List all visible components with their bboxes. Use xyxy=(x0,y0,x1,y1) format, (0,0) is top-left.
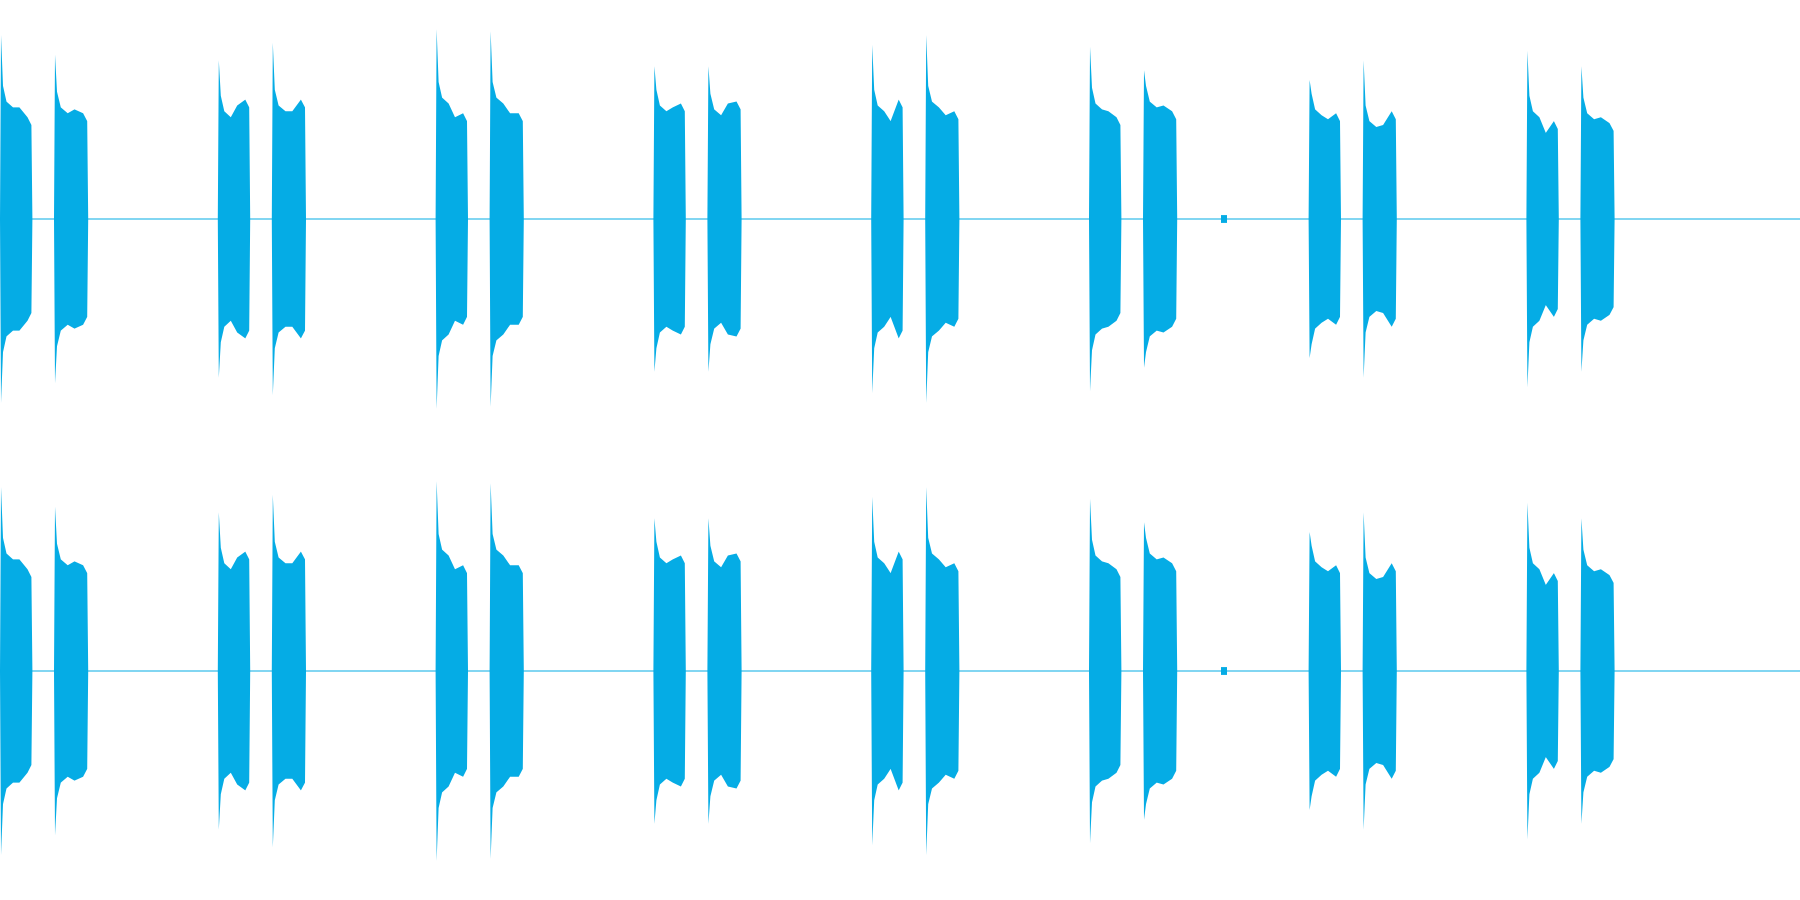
waveform-burst-9 xyxy=(925,487,960,855)
waveform-burst-14 xyxy=(1526,50,1559,388)
waveform-burst-11 xyxy=(1143,70,1178,368)
waveform-burst-1 xyxy=(54,506,89,836)
waveform-burst-14 xyxy=(1526,502,1559,840)
waveform-burst-8 xyxy=(871,496,904,846)
waveform-burst-1 xyxy=(54,54,89,384)
waveform-burst-0 xyxy=(0,487,33,855)
waveform-burst-8 xyxy=(871,44,904,394)
waveform-burst-5 xyxy=(489,31,524,407)
waveform-channel-right xyxy=(0,481,1800,861)
waveform-burst-15 xyxy=(1580,66,1615,372)
waveform-burst-4 xyxy=(435,29,468,409)
waveform-channel-left xyxy=(0,29,1800,409)
waveform-burst-3 xyxy=(271,42,306,396)
waveform-burst-4 xyxy=(435,481,468,861)
waveform-tick xyxy=(1221,667,1227,675)
waveform-burst-11 xyxy=(1143,522,1178,820)
waveform-burst-6 xyxy=(653,66,686,372)
waveform-burst-12 xyxy=(1308,532,1341,810)
waveform-burst-0 xyxy=(0,35,33,403)
waveform-burst-2 xyxy=(217,512,251,830)
waveform-burst-6 xyxy=(653,518,686,824)
waveform-burst-5 xyxy=(489,483,524,859)
waveform-burst-7 xyxy=(707,518,742,824)
waveform-burst-10 xyxy=(1089,498,1122,844)
waveform-burst-2 xyxy=(217,60,251,378)
waveform-burst-3 xyxy=(271,494,306,848)
waveform-burst-15 xyxy=(1580,518,1615,824)
waveform-burst-10 xyxy=(1089,46,1122,392)
waveform-burst-7 xyxy=(707,66,742,372)
waveform-burst-9 xyxy=(925,35,960,403)
waveform-burst-13 xyxy=(1362,60,1397,378)
waveform-burst-13 xyxy=(1362,512,1397,830)
waveform-tick xyxy=(1221,215,1227,223)
waveform-burst-12 xyxy=(1308,80,1341,358)
